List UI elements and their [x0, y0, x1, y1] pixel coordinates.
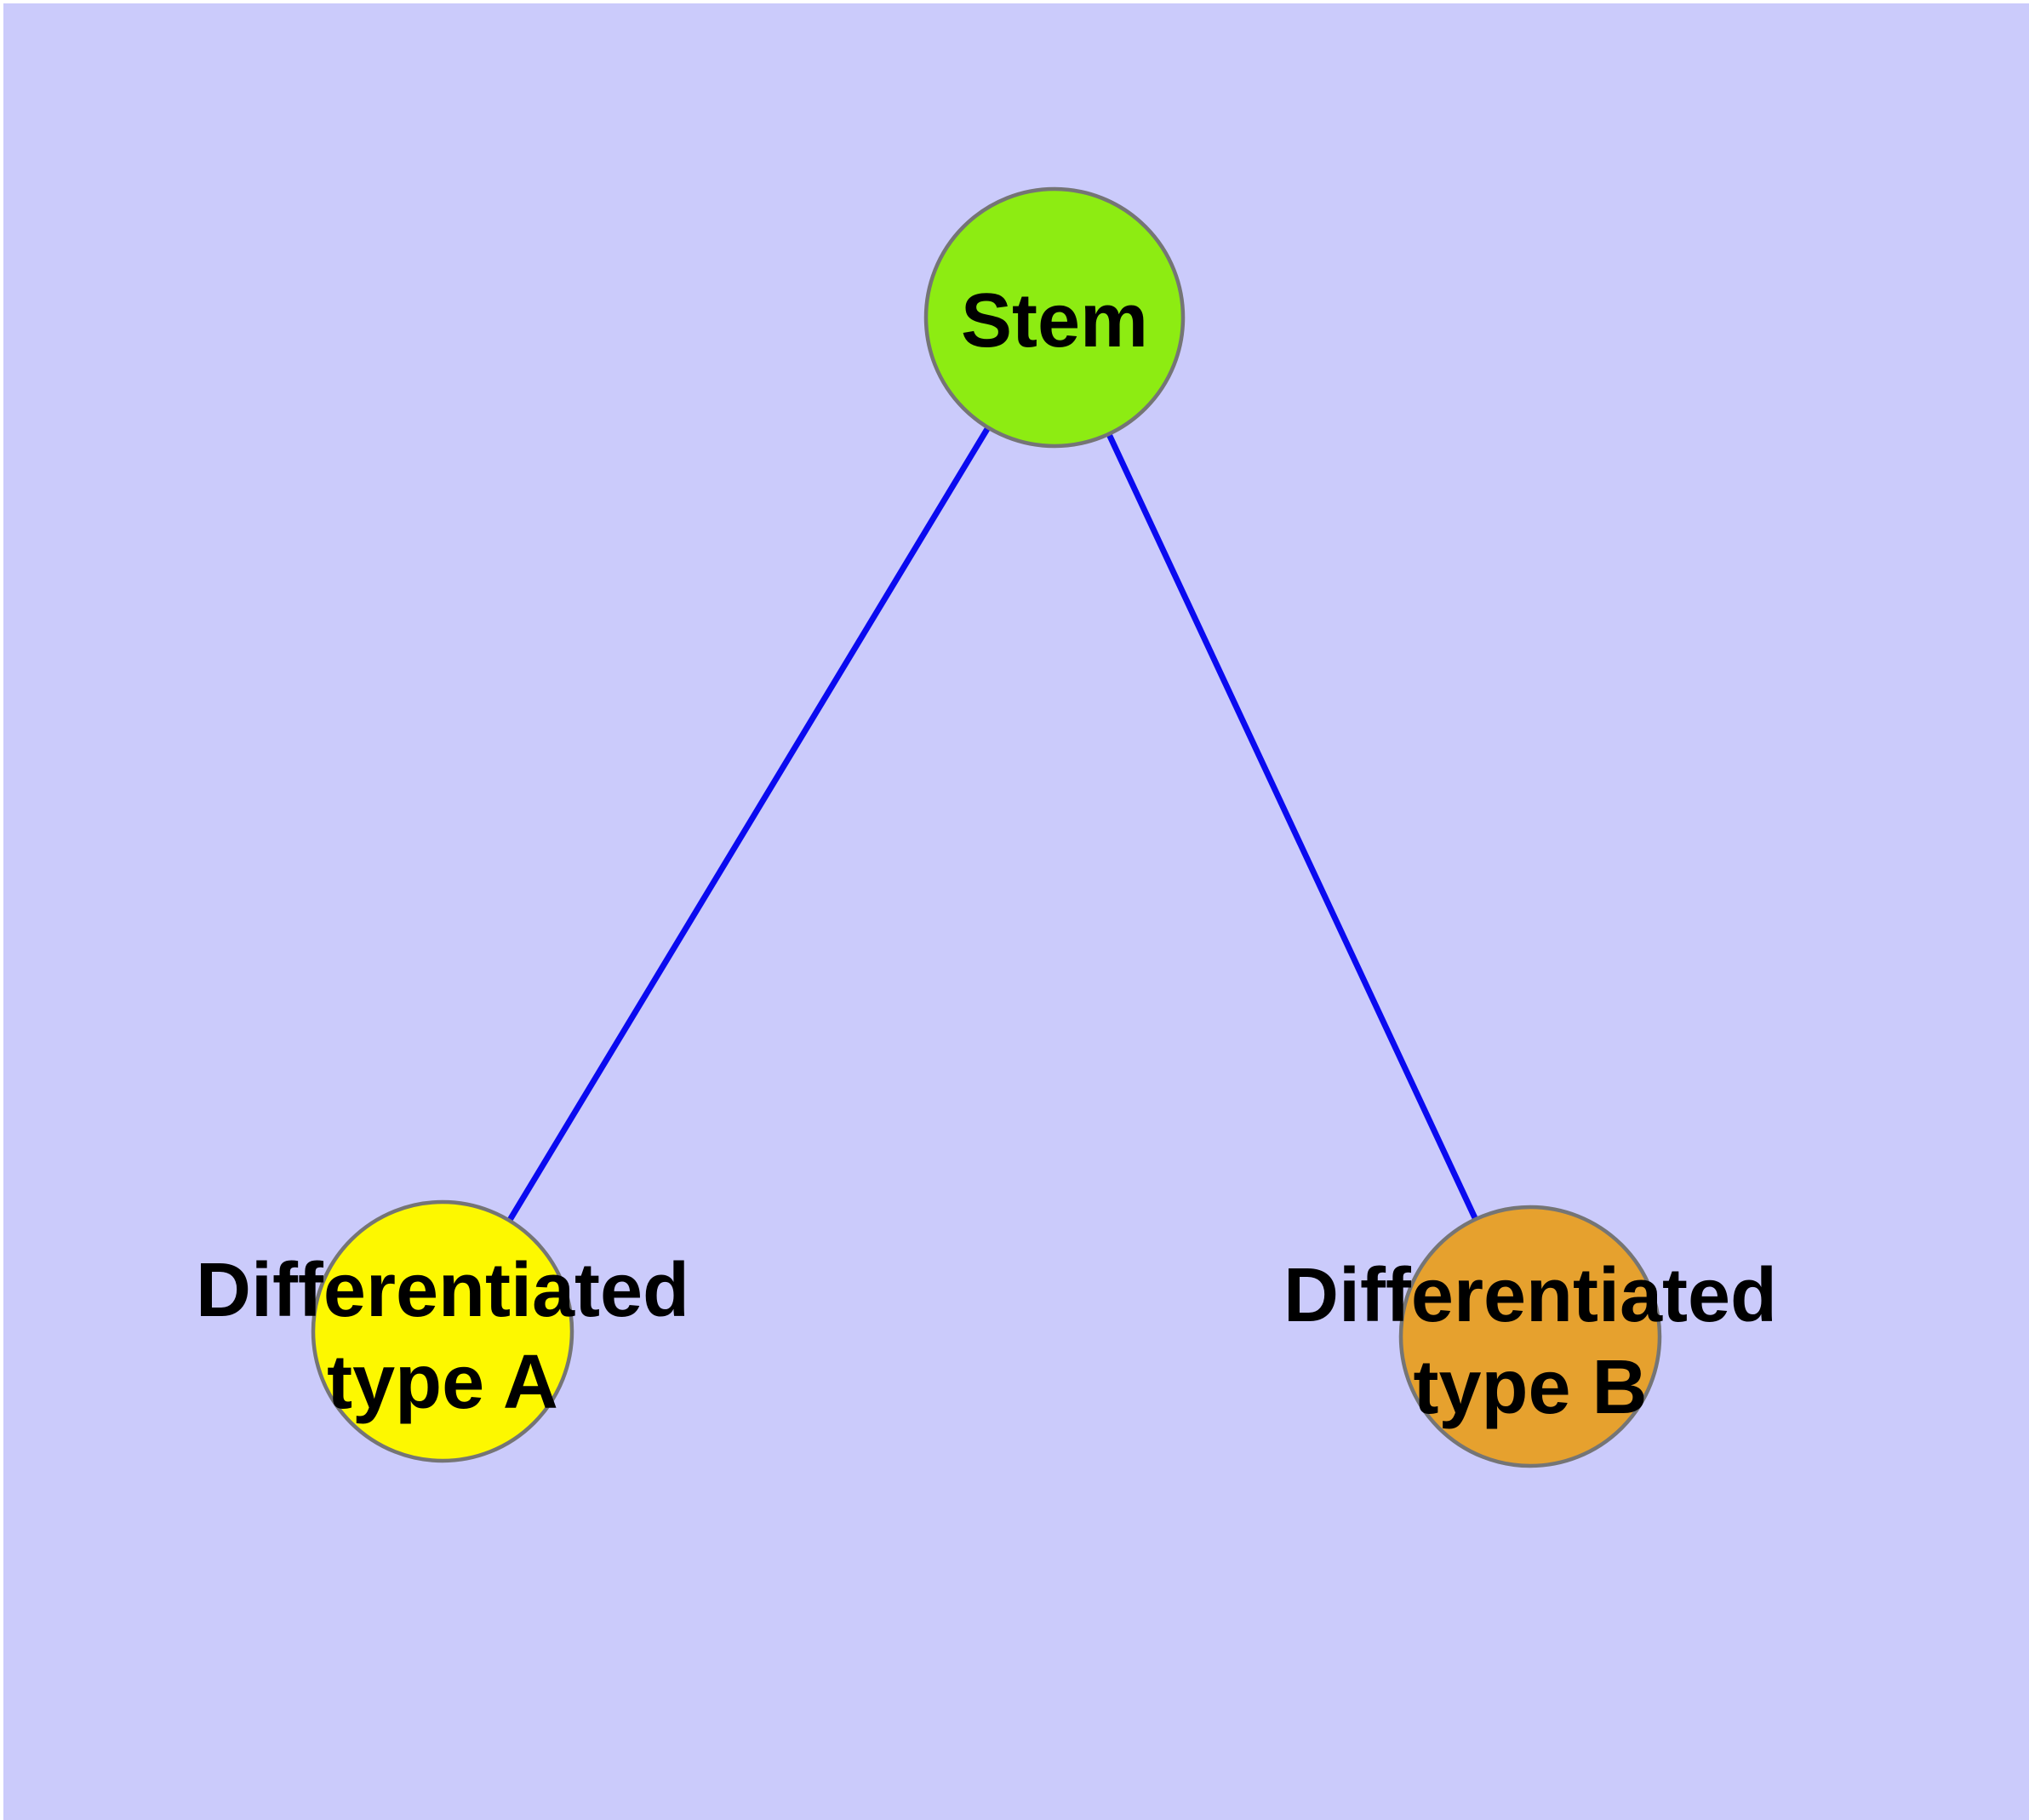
- edge-stem-to-differentiated-type-a: [440, 316, 1057, 1333]
- node-stem-label-line1: Stem: [961, 278, 1148, 363]
- edges-layer: [440, 316, 1534, 1338]
- nodes-layer: [311, 186, 1662, 1468]
- node-differentiated-type-a-label-line2: type A: [327, 1340, 558, 1425]
- node-differentiated-type-a-circle: [311, 1199, 574, 1463]
- node-stem-circle: [923, 186, 1186, 449]
- node-differentiated-type-b-label-line1: Differentiated: [1283, 1253, 1777, 1338]
- node-differentiated-type-b-circle: [1398, 1205, 1662, 1468]
- edge-stem-to-differentiated-type-b: [1051, 316, 1534, 1338]
- node-differentiated-type-a-label-line1: Differentiated: [196, 1248, 689, 1333]
- node-differentiated-type-b-label-line2: type B: [1413, 1345, 1647, 1430]
